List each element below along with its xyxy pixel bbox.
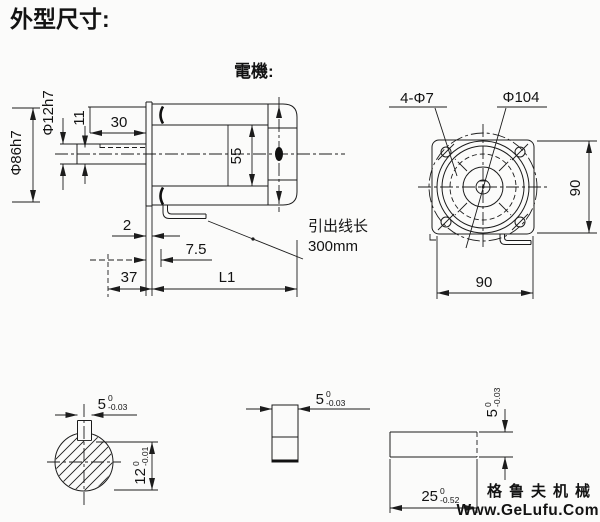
leader-line (207, 220, 304, 260)
page-title: 外型尺寸: (10, 6, 110, 32)
dim-flange-width: 90 (436, 236, 534, 299)
lead-wire: 引出线长 300mm (162, 205, 368, 260)
dim-section-height-lower: -0.01 (140, 446, 150, 466)
side-view: 引出线长 300mm Φ12h7 11 30 Φ86h7 (8, 90, 368, 297)
key-top-view: 5 0 -0.03 25 0 -0.52 (389, 387, 513, 513)
dim-front-length: 37 (107, 254, 152, 297)
terminal-dot (275, 147, 283, 161)
dim-flange-height: 90 (537, 140, 597, 234)
front-lead-wire (429, 234, 532, 245)
callout-holes: 4-Φ7 (389, 90, 458, 177)
shaft-outline (60, 143, 146, 165)
dim-key-height: 11 (71, 110, 88, 184)
pilot-label: Φ104 (503, 89, 540, 106)
diagonal-centerlines (454, 158, 512, 216)
front-view: 4-Φ7 Φ104 90 90 (389, 89, 597, 299)
dim-key-height-label: 11 (71, 110, 88, 126)
dim-section-key-width-lower: -0.03 (108, 402, 128, 412)
end-cap (268, 97, 298, 212)
dim-body-diameter: Φ86h7 (8, 108, 40, 203)
motor-body-outline (145, 101, 269, 207)
pilot-circle (428, 132, 538, 242)
dim-flange-thickness-label: 2 (123, 217, 131, 234)
dim-key-top-height-value: 5 (484, 409, 501, 417)
dim-section-height-value: 12 (132, 468, 149, 485)
dim-section-height: 12 0 -0.01 (96, 441, 158, 491)
keyway-slot (77, 420, 92, 441)
shaft-circle (475, 179, 491, 195)
dim-key-top-length-upper: 0 (440, 486, 445, 496)
watermark-name: 格鲁夫机械 (487, 482, 597, 500)
dim-body-length: L1 (152, 240, 298, 297)
dim-key-side-width-upper: 0 (326, 389, 331, 399)
mounting-holes (437, 143, 529, 231)
holes-label: 4-Φ7 (400, 90, 434, 107)
motor-label: 電機: (234, 61, 274, 81)
dim-key-top-length: 25 0 -0.52 (389, 459, 478, 513)
dim-inner-55: 55 (228, 125, 255, 186)
dim-7-5-label: 7.5 (186, 241, 207, 258)
callout-pilot: Φ104 (465, 89, 547, 249)
dim-section-height-upper: 0 (131, 461, 141, 466)
dim-key-top-height-upper: 0 (483, 402, 493, 407)
dim-section-key-width-upper: 0 (108, 393, 113, 403)
dim-section-key-width-value: 5 (98, 396, 106, 413)
dim-key-side-width-lower: -0.03 (326, 398, 346, 408)
dim-key-top-length-value: 25 (421, 488, 438, 505)
dim-body-length-label: L1 (219, 269, 236, 286)
dim-shaft-length: 30 (12, 106, 146, 136)
dim-key-top-height-lower: -0.03 (492, 387, 502, 407)
watermark-url: Www.GeLufu.Com (457, 502, 599, 519)
key-side-view: 5 0 -0.03 (246, 389, 370, 463)
dim-flange-width-label: 90 (476, 274, 493, 291)
dim-7-5: 7.5 (90, 241, 212, 267)
dim-front-length-label: 37 (121, 269, 138, 286)
lead-wire-label-line2: 300mm (308, 238, 358, 255)
dim-section-key-width: 5 0 -0.03 (55, 393, 137, 418)
watermark: 格鲁夫机械 Www.GeLufu.Com (457, 482, 599, 519)
dim-key-top-length-lower: -0.52 (440, 495, 460, 505)
dim-flange-thickness: 2 (112, 206, 180, 296)
dim-shaft-diameter-label: Φ12h7 (40, 90, 57, 135)
dim-flange-height-label: 90 (567, 180, 584, 197)
shaft-section-view: 5 0 -0.03 12 0 -0.01 (47, 393, 158, 506)
dim-shaft-diameter: Φ12h7 (40, 90, 66, 190)
dim-inner-55-label: 55 (228, 148, 245, 165)
dim-key-side-width-value: 5 (316, 391, 324, 408)
dim-body-diameter-label: Φ86h7 (8, 130, 25, 175)
lead-wire-label-line1: 引出线长 (308, 218, 368, 235)
shaft-boss (462, 166, 504, 208)
dim-key-side-width: 5 0 -0.03 (246, 389, 370, 412)
dim-key-top-height: 5 0 -0.03 (483, 387, 508, 480)
dim-shaft-length-label: 30 (111, 114, 128, 131)
flange-square (431, 139, 535, 235)
